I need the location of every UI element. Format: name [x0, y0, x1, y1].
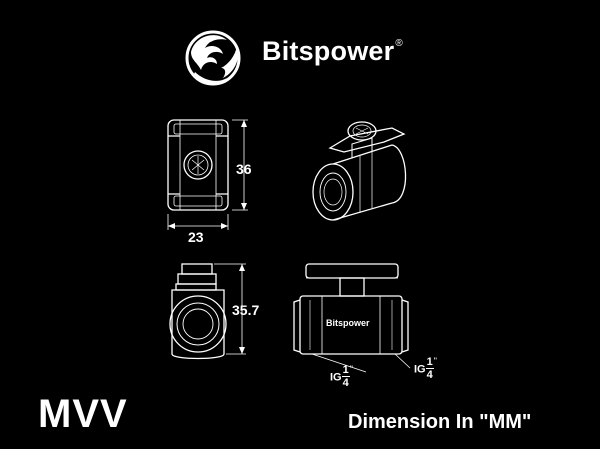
trademark-symbol: ®: [395, 38, 403, 49]
brand-name: Bitspower®: [262, 36, 403, 66]
top-view-height-label: 36: [236, 161, 252, 177]
perspective-view-drawing: [312, 121, 407, 221]
side-view-brand-label: Bitspower: [326, 318, 370, 328]
side-view-drawing: [293, 263, 411, 373]
front-view-drawing: [169, 263, 246, 360]
model-name: MVV: [38, 392, 128, 436]
unit-note: Dimension In "MM": [348, 411, 532, 433]
front-view-height-label: 35.7: [232, 302, 260, 318]
top-view-drawing: [167, 119, 248, 230]
top-view-width-label: 23: [188, 229, 204, 245]
